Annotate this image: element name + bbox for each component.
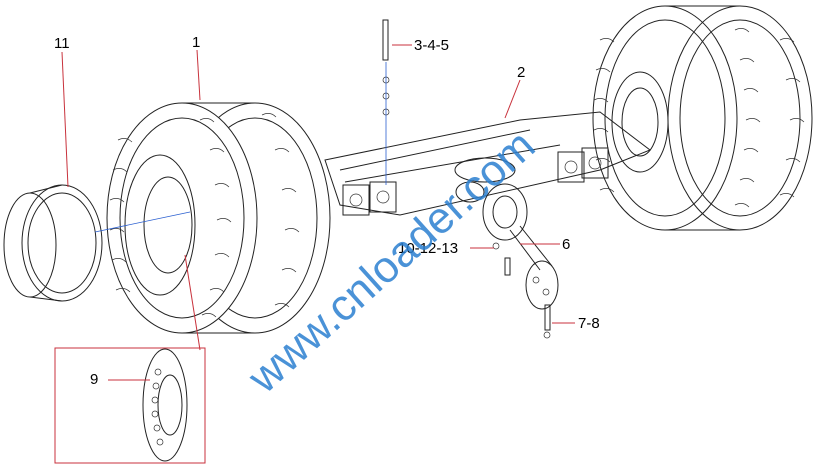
callout-axle-housing: 2 [517, 64, 525, 81]
callout-spindle: 6 [562, 236, 570, 253]
wheel-rim [3, 184, 191, 302]
small-bolts [492, 242, 551, 339]
callout-bolt-set: 3-4-5 [414, 37, 449, 54]
bolt-stack [382, 19, 390, 185]
callout-rim: 11 [54, 35, 70, 52]
callout-hub-cap: 9 [90, 371, 98, 388]
right-dual-tires [592, 5, 813, 231]
callout-hub-bolts: 7-8 [578, 315, 600, 332]
leader-lines [61, 44, 575, 381]
left-dual-tires [106, 102, 331, 334]
hub-cap-inset [54, 347, 206, 464]
axle-housing [324, 111, 652, 216]
callout-spindle-bolts: 10-12-13 [398, 240, 458, 257]
spindle-assembly [482, 183, 559, 310]
callout-tire: 1 [192, 34, 200, 51]
